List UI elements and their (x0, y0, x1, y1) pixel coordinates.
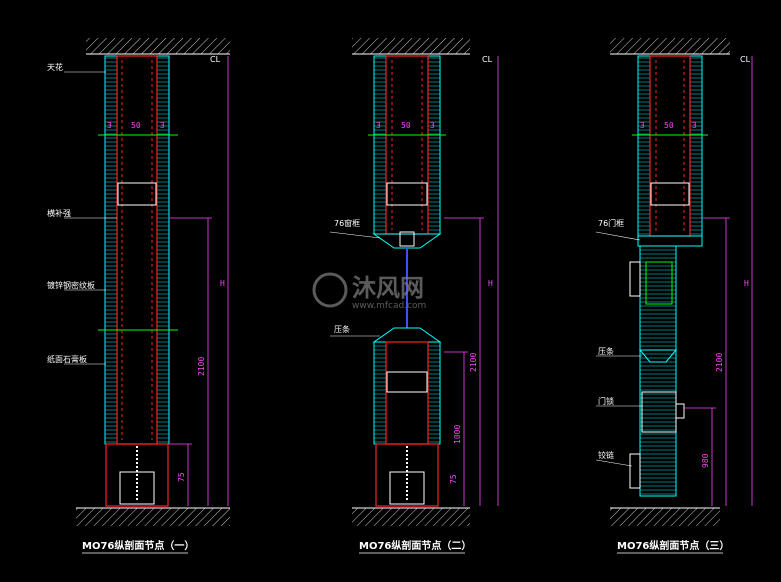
steel-stud (116, 55, 158, 445)
dim-height-h: H (220, 279, 225, 288)
section-2: 76窗框 压条 3 50 3 H 2100 1000 75 CL MO76纵剖面… (329, 38, 499, 554)
level-mark: CL (210, 55, 221, 64)
ceiling-slab (352, 38, 470, 54)
dim-board-right: 3 (160, 121, 165, 130)
label-cross-brace: 横补强 (47, 208, 71, 218)
floor-slab (76, 508, 230, 526)
ceiling-slab (86, 38, 230, 54)
dim-board-right: 3 (430, 121, 435, 130)
hinge-upper (629, 261, 641, 297)
level-mark: CL (482, 55, 493, 64)
section-title: MO76纵剖面节点（二） (359, 539, 471, 552)
window-frame-bottom (372, 327, 442, 343)
door-frame (637, 235, 703, 247)
section-title: MO76纵剖面节点（三） (617, 539, 729, 552)
dim-stud-width: 50 (131, 121, 141, 130)
dim-2100: 2100 (197, 357, 206, 376)
door-leaf (639, 245, 677, 497)
section-title: MO76纵剖面节点（一） (82, 539, 194, 552)
dim-75: 75 (449, 474, 458, 484)
section-1: 天花 横补强 镀锌钢密纹板 纸面石膏板 3 50 3 H 2100 75 CL … (47, 38, 230, 554)
dim-height-h: H (744, 279, 749, 288)
dim-stud-width: 50 (401, 121, 411, 130)
watermark-brand: 沐风网 (352, 274, 424, 302)
label-door-lock: 门锁 (598, 396, 614, 406)
dim-2100: 2100 (715, 353, 724, 372)
label-gypsum-board: 纸面石膏板 (47, 354, 87, 364)
watermark-url: www.mfcad.com (352, 301, 426, 311)
upper-board-right (427, 55, 441, 235)
dim-1000: 1000 (453, 425, 462, 444)
dim-board-left: 3 (640, 121, 645, 130)
dim-stud-width: 50 (664, 121, 674, 130)
level-mark: CL (740, 55, 751, 64)
label-door-frame: 76门框 (598, 218, 624, 228)
ceiling-slab (610, 38, 730, 54)
label-hinge: 铰链 (598, 450, 614, 460)
section-3: 76门框 压条 门锁 铰链 3 50 3 H 2100 980 CL MO76纵… (595, 38, 753, 554)
dim-2100: 2100 (469, 353, 478, 372)
dim-75: 75 (177, 472, 186, 482)
label-bead: 压条 (334, 324, 350, 334)
upper-board-left (373, 55, 387, 235)
watermark-logo-icon (312, 272, 348, 308)
label-bead: 压条 (598, 346, 614, 356)
gypsum-board-right (156, 55, 170, 445)
label-window-frame: 76窗框 (334, 218, 360, 228)
watermark: 沐风网 www.mfcad.com (312, 272, 426, 311)
floor-slab (352, 508, 470, 526)
dim-board-left: 3 (107, 121, 112, 130)
label-ceiling: 天花 (47, 62, 63, 72)
dim-height-h: H (488, 279, 493, 288)
dim-980: 980 (701, 453, 710, 468)
gypsum-board-left (104, 55, 118, 445)
reinforcement-bracket (117, 182, 157, 206)
window-frame-top (372, 233, 442, 249)
hinge-lower (629, 453, 641, 489)
dim-board-left: 3 (376, 121, 381, 130)
dim-board-right: 3 (692, 121, 697, 130)
label-galvanized-board: 镀锌钢密纹板 (47, 280, 95, 290)
base-track (105, 443, 169, 507)
floor-slab (610, 508, 720, 526)
